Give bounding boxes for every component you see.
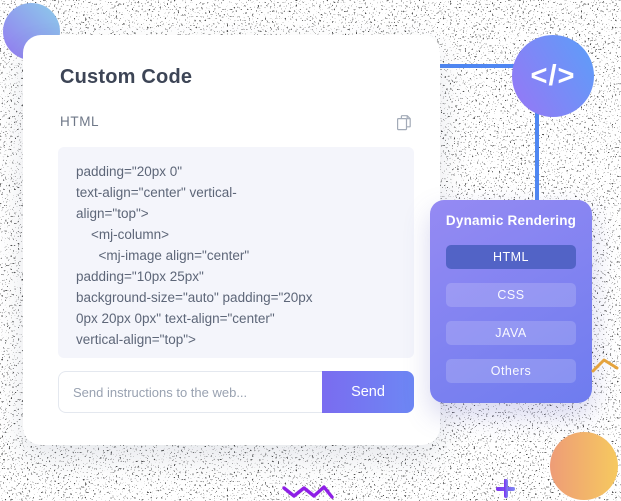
chevron-up-icon <box>591 358 619 373</box>
copy-icon[interactable] <box>392 112 416 136</box>
send-button[interactable]: Send <box>322 371 414 413</box>
code-line: text-align="center" vertical- <box>76 185 237 200</box>
instruction-input[interactable] <box>58 371 322 413</box>
card-title: Custom Code <box>60 66 193 88</box>
html-section-label: HTML <box>60 114 100 129</box>
instruction-bar: Send <box>58 371 414 413</box>
code-icon-glyph: </> <box>530 59 576 92</box>
panel-options: HTML CSS JAVA Others <box>430 245 592 383</box>
gradient-circle-decoration <box>550 432 618 500</box>
code-line: padding="10px 25px" <box>76 269 204 284</box>
panel-option-css[interactable]: CSS <box>446 283 576 307</box>
code-block[interactable]: padding="20px 0" text-align="center" vert… <box>58 147 414 358</box>
connector-line-horizontal <box>439 64 517 68</box>
code-line: <mj-column> <box>76 227 170 242</box>
zigzag-icon <box>282 485 334 499</box>
code-line: padding="20px 0" <box>76 164 183 179</box>
panel-option-html[interactable]: HTML <box>446 245 576 269</box>
code-line: 0px 20px 0px" text-align="center" <box>76 311 275 326</box>
code-line: align="top"> <box>76 206 149 221</box>
panel-option-java[interactable]: JAVA <box>446 321 576 345</box>
code-icon: </> <box>512 35 594 117</box>
plus-icon <box>496 479 515 498</box>
panel-title: Dynamic Rendering <box>445 213 577 228</box>
dynamic-rendering-panel: Dynamic Rendering HTML CSS JAVA Others <box>430 200 592 403</box>
code-line: vertical-align="top"> <box>76 332 196 347</box>
custom-code-card: Custom Code HTML padding="20px 0" text-al… <box>23 35 440 445</box>
connector-line-vertical <box>535 110 539 202</box>
code-line: <mj-image align="center" <box>76 248 250 263</box>
panel-option-others[interactable]: Others <box>446 359 576 383</box>
code-line: background-size="auto" padding="20px <box>76 290 313 305</box>
